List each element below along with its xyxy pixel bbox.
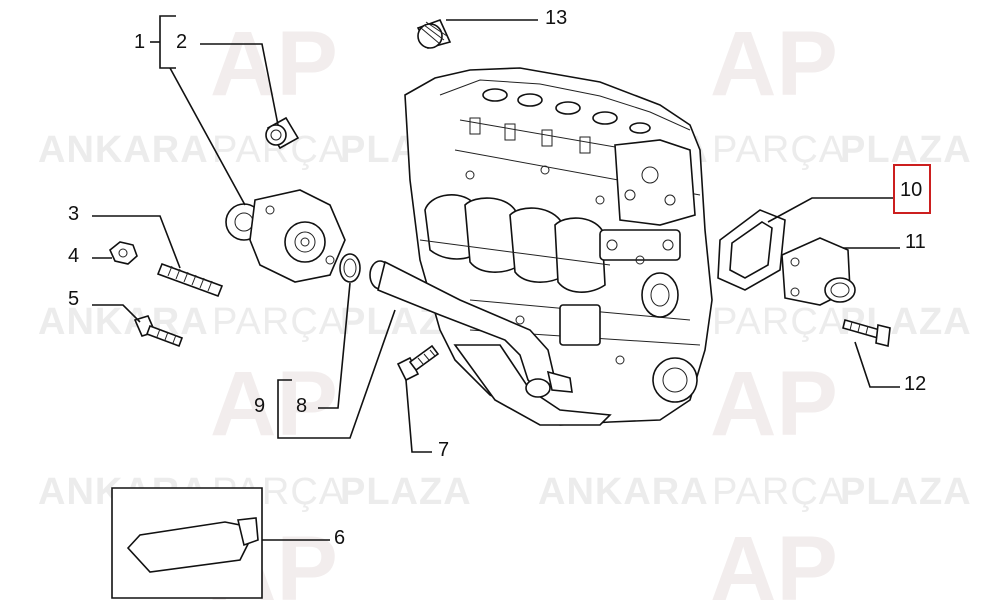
- watermark-text: PLAZA: [840, 301, 972, 343]
- callout-10: 10: [900, 179, 922, 201]
- callout-3: 3: [68, 203, 79, 225]
- watermark-text: PLAZA: [840, 471, 972, 513]
- callout-11: 11: [905, 231, 926, 253]
- callout-13: 13: [545, 7, 567, 29]
- part-9-pipe: [369, 260, 573, 398]
- watermark-text: ANKARA: [38, 129, 209, 171]
- watermark-text: ANKARA: [538, 471, 709, 513]
- watermark-logo: AP: [210, 13, 338, 115]
- watermark-logo: AP: [710, 353, 838, 455]
- watermark-text: PARÇA: [712, 471, 845, 513]
- watermark-text: ANKARA: [38, 301, 209, 343]
- callout-5: 5: [68, 288, 79, 310]
- callout-labels: 1 2 3 4 5 6 7 8 9 10 11 12 13: [68, 7, 926, 549]
- callout-1: 1: [134, 31, 145, 53]
- part-13-cap: [416, 18, 452, 49]
- callout-9: 9: [254, 395, 265, 417]
- callout-7: 7: [438, 439, 449, 461]
- callout-12: 12: [904, 373, 926, 395]
- part-11-thermostat-housing: [781, 237, 856, 306]
- callout-4: 4: [68, 245, 79, 267]
- highlight-box-10: [893, 164, 931, 214]
- part-8-seal: [339, 253, 361, 283]
- part-6-sealant-kit: [111, 487, 263, 599]
- part-12-bolt: [842, 319, 891, 347]
- engine-block: [404, 67, 713, 426]
- part-7-bolt: [396, 344, 440, 382]
- watermark-text: PARÇA: [212, 301, 345, 343]
- callout-2: 2: [176, 31, 187, 53]
- watermark-logo: AP: [210, 353, 338, 455]
- part-10-gasket: [717, 209, 786, 291]
- watermark-text: PARÇA: [712, 129, 845, 171]
- leader-lines: [92, 15, 900, 541]
- watermark-text: PARÇA: [712, 301, 845, 343]
- callout-6: 6: [334, 527, 345, 549]
- watermark-logo: AP: [710, 13, 838, 115]
- watermark-logo: AP: [710, 518, 838, 600]
- callout-8: 8: [296, 395, 307, 417]
- part-3-stud: [156, 262, 224, 298]
- part-2-bushing: [265, 116, 300, 150]
- watermark-text: PLAZA: [340, 471, 472, 513]
- part-4-nut: [109, 241, 138, 265]
